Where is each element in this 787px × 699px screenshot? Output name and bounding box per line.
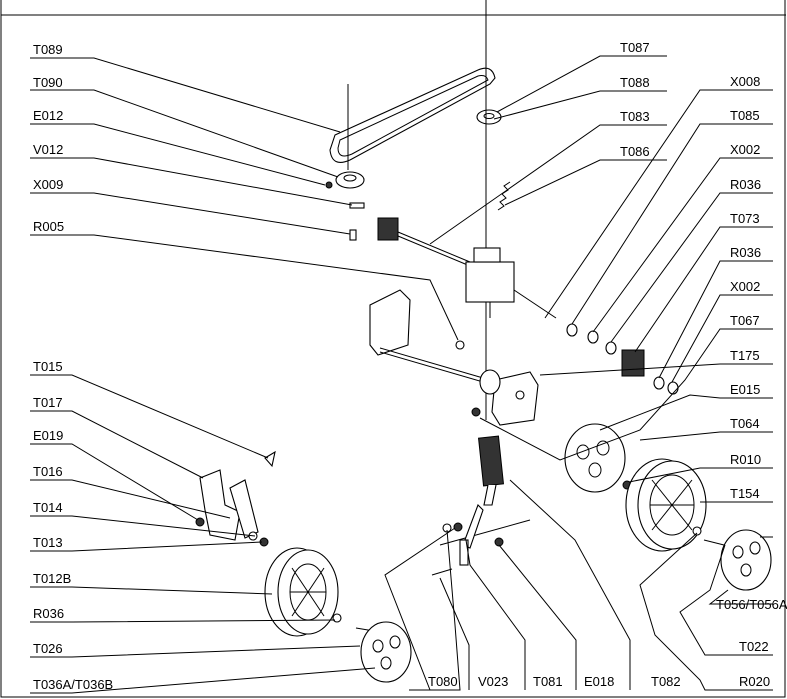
label-t026: T026 <box>33 641 63 656</box>
nut-e012 <box>325 181 333 189</box>
label-t088: T088 <box>620 75 650 90</box>
left-bracket <box>369 289 491 385</box>
label-t087: T087 <box>620 40 650 55</box>
label-t056: T056/T056A <box>716 597 787 612</box>
label-x002-top: X002 <box>730 142 760 157</box>
label-e019: E019 <box>33 428 63 443</box>
washer-2 <box>587 330 599 344</box>
label-e012: E012 <box>33 108 63 123</box>
label-t014: T014 <box>33 500 63 515</box>
lever-t082 <box>477 435 505 506</box>
washer-3 <box>605 341 617 355</box>
bolt-right-wheel <box>703 539 725 546</box>
key-v012 <box>349 202 365 209</box>
label-t090: T090 <box>33 75 63 90</box>
label-r036-bottom: R036 <box>33 606 64 621</box>
right-plate <box>479 369 539 426</box>
leader-lines <box>30 55 773 694</box>
gearbox <box>465 247 557 319</box>
label-e018: E018 <box>584 674 614 689</box>
label-r036-mid: R036 <box>730 245 761 260</box>
washer-right-wheel <box>692 526 702 536</box>
label-e015: E015 <box>730 382 760 397</box>
label-t016: T016 <box>33 464 63 479</box>
label-t154: T154 <box>730 486 760 501</box>
gear-shaft-assembly <box>377 217 471 267</box>
label-t012b: T012B <box>33 571 71 586</box>
label-t080: T080 <box>428 674 458 689</box>
washer-5 <box>667 381 679 395</box>
belt-part <box>329 67 496 163</box>
label-r020: R020 <box>739 674 770 689</box>
label-t086: T086 <box>620 144 650 159</box>
label-r010: R010 <box>730 452 761 467</box>
key-x009 <box>349 229 357 241</box>
hub-cap-t056 <box>720 529 772 591</box>
label-t089: T089 <box>33 42 63 57</box>
washer-left-wheel <box>332 613 342 623</box>
washer-4 <box>653 376 665 390</box>
hub-cap-t036 <box>360 621 412 683</box>
label-t083: T083 <box>620 109 650 124</box>
label-x008: X008 <box>730 74 760 89</box>
label-t073: T073 <box>730 211 760 226</box>
part-labels: T089 T090 E012 V012 X009 R005 T087 T088 … <box>33 40 787 692</box>
left-wheel-t012b <box>264 547 339 637</box>
label-x009: X009 <box>33 177 63 192</box>
label-t085: T085 <box>730 108 760 123</box>
label-x002-mid: X002 <box>730 279 760 294</box>
label-t067: T067 <box>730 313 760 328</box>
label-t036: T036A/T036B <box>33 677 113 692</box>
label-t013: T013 <box>33 535 63 550</box>
label-v012: V012 <box>33 142 63 157</box>
pulley-left <box>335 171 365 189</box>
label-t017: T017 <box>33 395 63 410</box>
washer-1 <box>566 323 578 337</box>
label-t015: T015 <box>33 359 63 374</box>
right-wheel-t154 <box>625 458 707 552</box>
label-t175: T175 <box>730 348 760 363</box>
gear-t073 <box>621 349 645 377</box>
height-linkage <box>431 504 531 576</box>
label-t082: T082 <box>651 674 681 689</box>
left-height-bracket <box>195 450 276 547</box>
hub-cap-t064 <box>564 423 626 493</box>
label-v023: V023 <box>478 674 508 689</box>
label-t081: T081 <box>533 674 563 689</box>
label-r036-top: R036 <box>730 177 761 192</box>
label-t022: T022 <box>739 639 769 654</box>
label-r005: R005 <box>33 219 64 234</box>
bolt-r005 <box>455 340 465 350</box>
spring-t086 <box>497 181 511 211</box>
nut-e015 <box>471 407 481 417</box>
label-t064: T064 <box>730 416 760 431</box>
